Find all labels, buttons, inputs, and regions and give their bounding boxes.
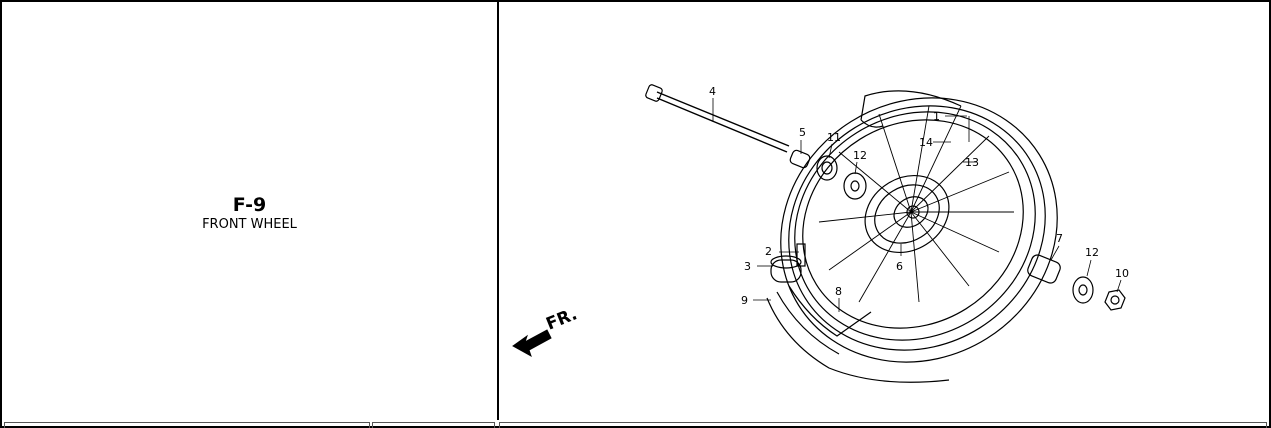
callout-1: 1 [933, 110, 940, 123]
callout-5: 5 [799, 126, 806, 139]
table-cell [4, 422, 370, 428]
callout-13: 13 [965, 156, 979, 169]
callout-9: 9 [741, 294, 748, 307]
rim-outer [794, 111, 1036, 341]
bearing-left [843, 172, 867, 200]
section-name: FRONT WHEEL [202, 217, 297, 232]
axle-head [645, 84, 663, 102]
callout-10: 10 [1115, 267, 1129, 280]
callout-3: 3 [744, 260, 751, 273]
front-wheel-illustration: 4 5 11 12 1 14 13 6 2 3 9 8 7 12 10 FR. [512, 84, 1129, 383]
tire-outer [780, 97, 1058, 363]
callout-4: 4 [709, 85, 716, 98]
tube-valve-cap [770, 259, 802, 283]
callout-12-lower: 12 [1085, 246, 1099, 259]
axle-nut [1104, 289, 1126, 311]
table-header-strip [0, 420, 1271, 428]
front-direction-arrow: FR. [512, 304, 580, 358]
valve-stem [796, 243, 806, 267]
hub-outer [864, 174, 950, 254]
section-header-panel: F-9 FRONT WHEEL [2, 2, 497, 420]
dust-seal [816, 155, 838, 181]
table-cell [372, 422, 495, 428]
callout-7: 7 [1056, 232, 1063, 245]
exploded-parts-diagram: 4 5 11 12 1 14 13 6 2 3 9 8 7 12 10 FR. [499, 2, 1267, 418]
callout-2: 2 [765, 245, 772, 258]
hub-center [893, 196, 929, 228]
bearing-right [1072, 276, 1094, 304]
callout-12-upper: 12 [853, 149, 867, 162]
callout-8: 8 [835, 285, 842, 298]
front-direction-label: FR. [543, 304, 580, 334]
tire-section-top [860, 90, 962, 121]
distance-collar [1027, 254, 1061, 284]
axle-shaft [656, 91, 790, 147]
tire-tread [788, 105, 1046, 351]
table-cell [499, 422, 1267, 428]
callout-11: 11 [827, 131, 841, 144]
leader-lines [712, 98, 1122, 312]
callout-14: 14 [919, 136, 933, 149]
hub-bore [906, 205, 920, 219]
tire-lower-arc [766, 297, 950, 383]
rim-inner [802, 119, 1024, 329]
callout-6: 6 [896, 260, 903, 273]
collar [789, 149, 811, 169]
panel-divider [497, 0, 499, 420]
section-title-block: F-9 FRONT WHEEL [2, 194, 497, 234]
section-code: F-9 [232, 194, 267, 216]
rim-strip [788, 285, 872, 337]
spokes [818, 105, 1014, 303]
hub-flange [874, 184, 940, 244]
